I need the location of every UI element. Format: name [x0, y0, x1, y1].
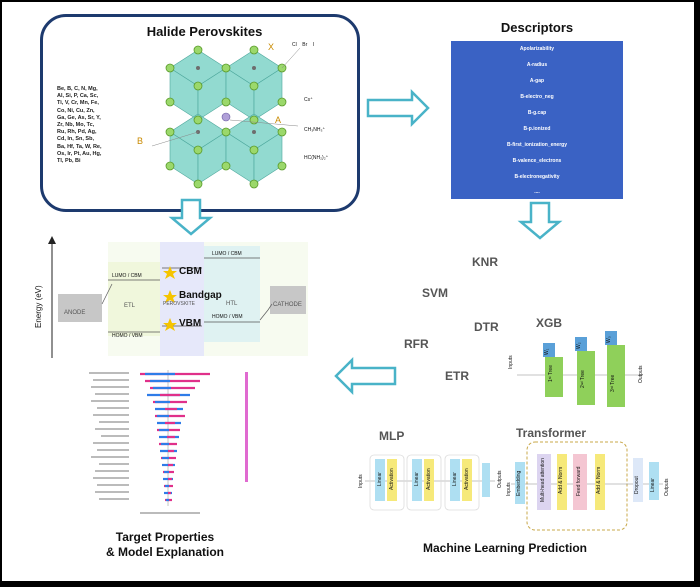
xgb-tree3: 3ʳᵈ Tree: [610, 374, 616, 392]
transformer-addnorm: Add & Norm: [558, 466, 564, 494]
mlp-linear: Linear: [377, 472, 383, 486]
model-knr: KNR: [472, 255, 498, 269]
transformer-addnorm: Add & Norm: [596, 466, 602, 494]
transformer-dropout: Dropout: [634, 476, 640, 494]
transformer-inputs: Inputs: [506, 482, 512, 496]
star-icon: [163, 266, 177, 279]
perovskite-label: PEROVSKITE: [163, 301, 195, 307]
star-icon: [163, 318, 177, 331]
xgb-w3: W₃: [606, 336, 612, 343]
model-etr: ETR: [445, 369, 469, 383]
xgb-outputs: Outputs: [638, 365, 644, 383]
halogen-list: Cl Br I: [292, 42, 315, 48]
bandgap-label: Bandgap: [179, 290, 222, 301]
mlp-activation: Activation: [426, 468, 432, 490]
transformer-attention: Multi-head attention: [540, 458, 546, 502]
descriptor-item: A-radius: [526, 62, 548, 68]
element-line: Be, B, C, N, Mg,: [57, 86, 98, 92]
xgb-tree1: 1ˢᵗ Tree: [548, 365, 554, 382]
element-line: Ba, Hf, Ta, W, Re,: [57, 143, 102, 150]
cbm-label: CBM: [179, 266, 202, 277]
element-line: Ti, V, Cr, Mn, Fe,: [57, 100, 99, 107]
a-ion-cs: Cs⁺: [304, 97, 313, 103]
anode-label: ANODE: [64, 310, 86, 316]
mlp-activation: Activation: [464, 468, 470, 490]
mlp-linear: Linear: [452, 472, 458, 486]
lumo-cbm-right: LUMO / CBM: [212, 251, 242, 257]
xgb-diagram: [517, 331, 643, 407]
model-svm: SVM: [422, 286, 449, 300]
htl-label: HTL: [226, 301, 238, 307]
transformer-embedding: Embedding: [516, 470, 522, 496]
mlp-outputs: Outputs: [497, 470, 503, 488]
element-line: Co, Ni, Cu, Zn,: [57, 107, 95, 114]
element-line: Ru, Rh, Pd, Ag,: [57, 129, 97, 136]
transformer-ff: Feed forward: [576, 466, 582, 496]
star-icon: [163, 290, 177, 303]
model-dtr: DTR: [474, 320, 499, 334]
a-ion-ma: CH₃NH₃⁺: [304, 127, 326, 133]
site-x-label: X: [268, 42, 275, 52]
element-line: Cd, In, Sn, Sb,: [57, 136, 94, 143]
descriptor-item: B-valence_electrons: [512, 158, 562, 164]
mlp-activation: Activation: [389, 468, 395, 490]
mlp-diagram: [365, 454, 495, 511]
perovskite-crystal: [151, 45, 300, 189]
a-ion-fa: HC(NH₂)₂⁺: [304, 155, 329, 161]
mlp-inputs: Inputs: [358, 474, 364, 488]
arrow-down-icon: [168, 198, 214, 236]
feature-importance-plot: [89, 370, 248, 514]
band-diagram: [48, 236, 308, 358]
descriptor-item: B-electronegativity: [514, 174, 560, 180]
arrow-left-icon: [334, 356, 397, 396]
halide-title: Halide Perovskites: [146, 24, 263, 39]
element-line: Al, Si, P, Ca, Sc,: [57, 93, 99, 100]
target-properties-title: Target Properties & Model Explanation: [60, 530, 270, 560]
energy-axis-label: Energy (eV): [34, 285, 43, 328]
mlp-linear: Linear: [414, 472, 420, 486]
homo-vbm-right: HOMO / VBM: [212, 314, 243, 320]
xgb-w1: W₁: [544, 348, 550, 355]
target-title-line2: & Model Explanation: [105, 545, 224, 559]
xgb-inputs: Inputs: [508, 355, 514, 369]
model-mlp: MLP: [379, 429, 405, 443]
model-transformer: Transformer: [516, 426, 587, 440]
descriptor-item: ....: [534, 189, 540, 195]
descriptor-item: A-gap: [529, 78, 545, 84]
arrow-right-icon: [366, 88, 430, 128]
transformer-outputs: Outputs: [664, 478, 670, 496]
site-b-label: B: [137, 136, 144, 146]
etl-label: ETL: [124, 303, 136, 309]
model-rfr: RFR: [404, 337, 429, 351]
descriptor-item: B-electro_neg: [520, 94, 554, 100]
vbm-label: VBM: [179, 318, 202, 329]
descriptor-item: B-p.ionized: [523, 126, 551, 132]
ml-prediction-title: Machine Learning Prediction: [422, 541, 588, 555]
transformer-linear: Linear: [650, 478, 656, 492]
transformer-diagram: [511, 441, 663, 531]
descriptor-item: B-g.cap: [527, 110, 547, 116]
element-line: Ga, Ge, As, Sr, Y,: [57, 114, 101, 121]
target-title-line1: Target Properties: [115, 530, 215, 544]
element-line: Zr, Nb, Mo, Tc,: [57, 122, 95, 129]
descriptors-title: Descriptors: [500, 20, 574, 35]
homo-vbm-left: HOMO / VBM: [112, 333, 143, 339]
arrow-down-icon: [517, 201, 563, 240]
element-list: Be, B, C, N, Mg, Al, Si, P, Ca, Sc, Ti, …: [57, 86, 145, 165]
lumo-cbm-left: LUMO / CBM: [112, 273, 142, 279]
cathode-label: CATHODE: [273, 302, 302, 308]
site-a-label: A: [275, 115, 282, 125]
element-line: Os, Ir, Pt, Au, Hg,: [57, 150, 102, 157]
xgb-w2: W₂: [576, 342, 582, 349]
descriptor-item: Apolarizability: [519, 46, 555, 52]
element-line: Tl, Pb, Bi: [57, 158, 81, 165]
xgb-tree2: 2ⁿᵈ Tree: [580, 370, 586, 388]
model-xgb: XGB: [536, 316, 563, 330]
descriptors-panel: Apolarizability A-radius A-gap B-electro…: [451, 41, 623, 199]
descriptor-item: B-first_ionization_energy: [506, 142, 567, 148]
